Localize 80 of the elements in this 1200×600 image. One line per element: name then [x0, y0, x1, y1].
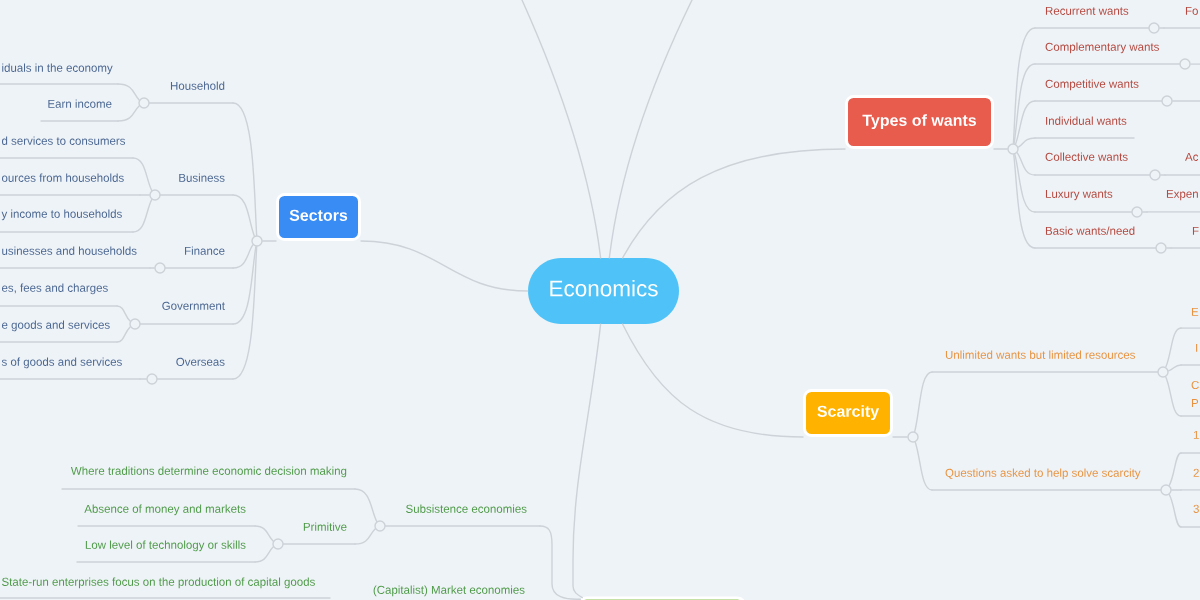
topic-label: Household	[143, 81, 234, 104]
branch-line	[608, 0, 693, 259]
topic-label: Expen	[1146, 189, 1200, 213]
branch-line	[1013, 153, 1036, 249]
topic-box: Types of wants	[845, 95, 994, 149]
branch-line	[360, 240, 529, 292]
topic-label: Collective wants	[1034, 152, 1156, 176]
topic-label: I	[1180, 343, 1200, 366]
topic-label: 1	[1180, 430, 1200, 454]
topic-label: 2	[1180, 468, 1200, 491]
topic-box: Sectors	[276, 193, 361, 241]
topic-label: Fo	[1163, 6, 1200, 29]
topic-label: C P	[1180, 381, 1200, 417]
topic-label: Primitive	[277, 522, 356, 545]
topic-label: Recurrent wants	[1034, 6, 1155, 29]
topic-label: 3	[1180, 504, 1200, 528]
branch-line	[354, 528, 376, 545]
branch-line	[232, 194, 256, 237]
topic-label: Low level of technology or skills	[76, 540, 256, 563]
topic-label: Questions asked to help solve scarcity	[931, 468, 1167, 491]
branch-line	[621, 148, 846, 259]
branch-line	[1168, 452, 1182, 487]
branch-line	[232, 102, 258, 236]
topic-label: d services to consumers	[0, 136, 134, 159]
branch-line	[117, 105, 140, 122]
branch-line	[354, 488, 378, 523]
branch-line	[1016, 152, 1036, 176]
branch-line	[1165, 376, 1182, 417]
branch-line	[539, 525, 582, 600]
topic-label: Complementary wants	[1034, 42, 1186, 65]
topic-label: es, fees and charges	[0, 283, 118, 307]
branch-line	[232, 246, 258, 380]
topic-label: (Capitalist) Market economies	[373, 585, 525, 597]
topic-label: Subsistence economies	[379, 504, 541, 527]
topic-label: Competitive wants	[1034, 79, 1168, 102]
branch-line	[1168, 493, 1182, 528]
topic-box	[578, 596, 746, 600]
topic-label: Absence of money and markets	[77, 504, 256, 527]
topic-label: State-run enterprises focus on the production of capital goods	[0, 577, 331, 599]
topic-label: e goods and services	[0, 320, 118, 343]
topic-label: Ac	[1164, 152, 1200, 176]
branch-line	[1013, 63, 1036, 145]
topic-label: usinesses and households	[0, 246, 151, 269]
topic-label: E	[1180, 307, 1200, 329]
topic-label: s of goods and services	[0, 357, 141, 380]
branch-line	[1165, 327, 1182, 368]
branch-line	[116, 305, 131, 322]
branch-line	[116, 326, 131, 343]
branch-line	[117, 83, 140, 101]
topic-label: iduals in the economy	[0, 63, 119, 85]
branch-line	[254, 525, 274, 542]
branch-line	[914, 371, 933, 433]
topic-label: Business	[154, 173, 234, 196]
topic-label: y income to households	[0, 209, 134, 233]
topic-label: Unlimited wants but limited resources	[931, 350, 1164, 373]
branch-line	[132, 157, 153, 192]
topic-label: Finance	[159, 246, 234, 269]
topic-label: ources from households	[0, 173, 141, 196]
branch-line	[1167, 364, 1182, 372]
branch-line	[914, 441, 933, 491]
topic-box: Scarcity	[803, 389, 893, 437]
branch-line	[1014, 153, 1036, 213]
topic-label: Luxury wants	[1034, 189, 1138, 213]
topic-label: Government	[134, 301, 234, 325]
branch-line	[572, 323, 602, 599]
branch-line	[132, 198, 153, 233]
branch-line	[1017, 137, 1036, 148]
topic-label: Where traditions determine economic decision making	[61, 466, 356, 490]
branch-line	[1012, 27, 1036, 144]
topic-label: Individual wants	[1034, 116, 1135, 139]
topic-label: Earn income	[40, 99, 119, 122]
branch-line	[232, 245, 257, 325]
branch-line	[621, 323, 804, 438]
topic-label: F	[1170, 226, 1200, 249]
branch-line	[254, 546, 274, 563]
branch-line	[1014, 100, 1036, 145]
topic-label: Overseas	[151, 357, 234, 380]
branch-line	[521, 0, 602, 259]
topic-label: Basic wants/need	[1034, 226, 1162, 249]
branch-line	[232, 244, 254, 269]
